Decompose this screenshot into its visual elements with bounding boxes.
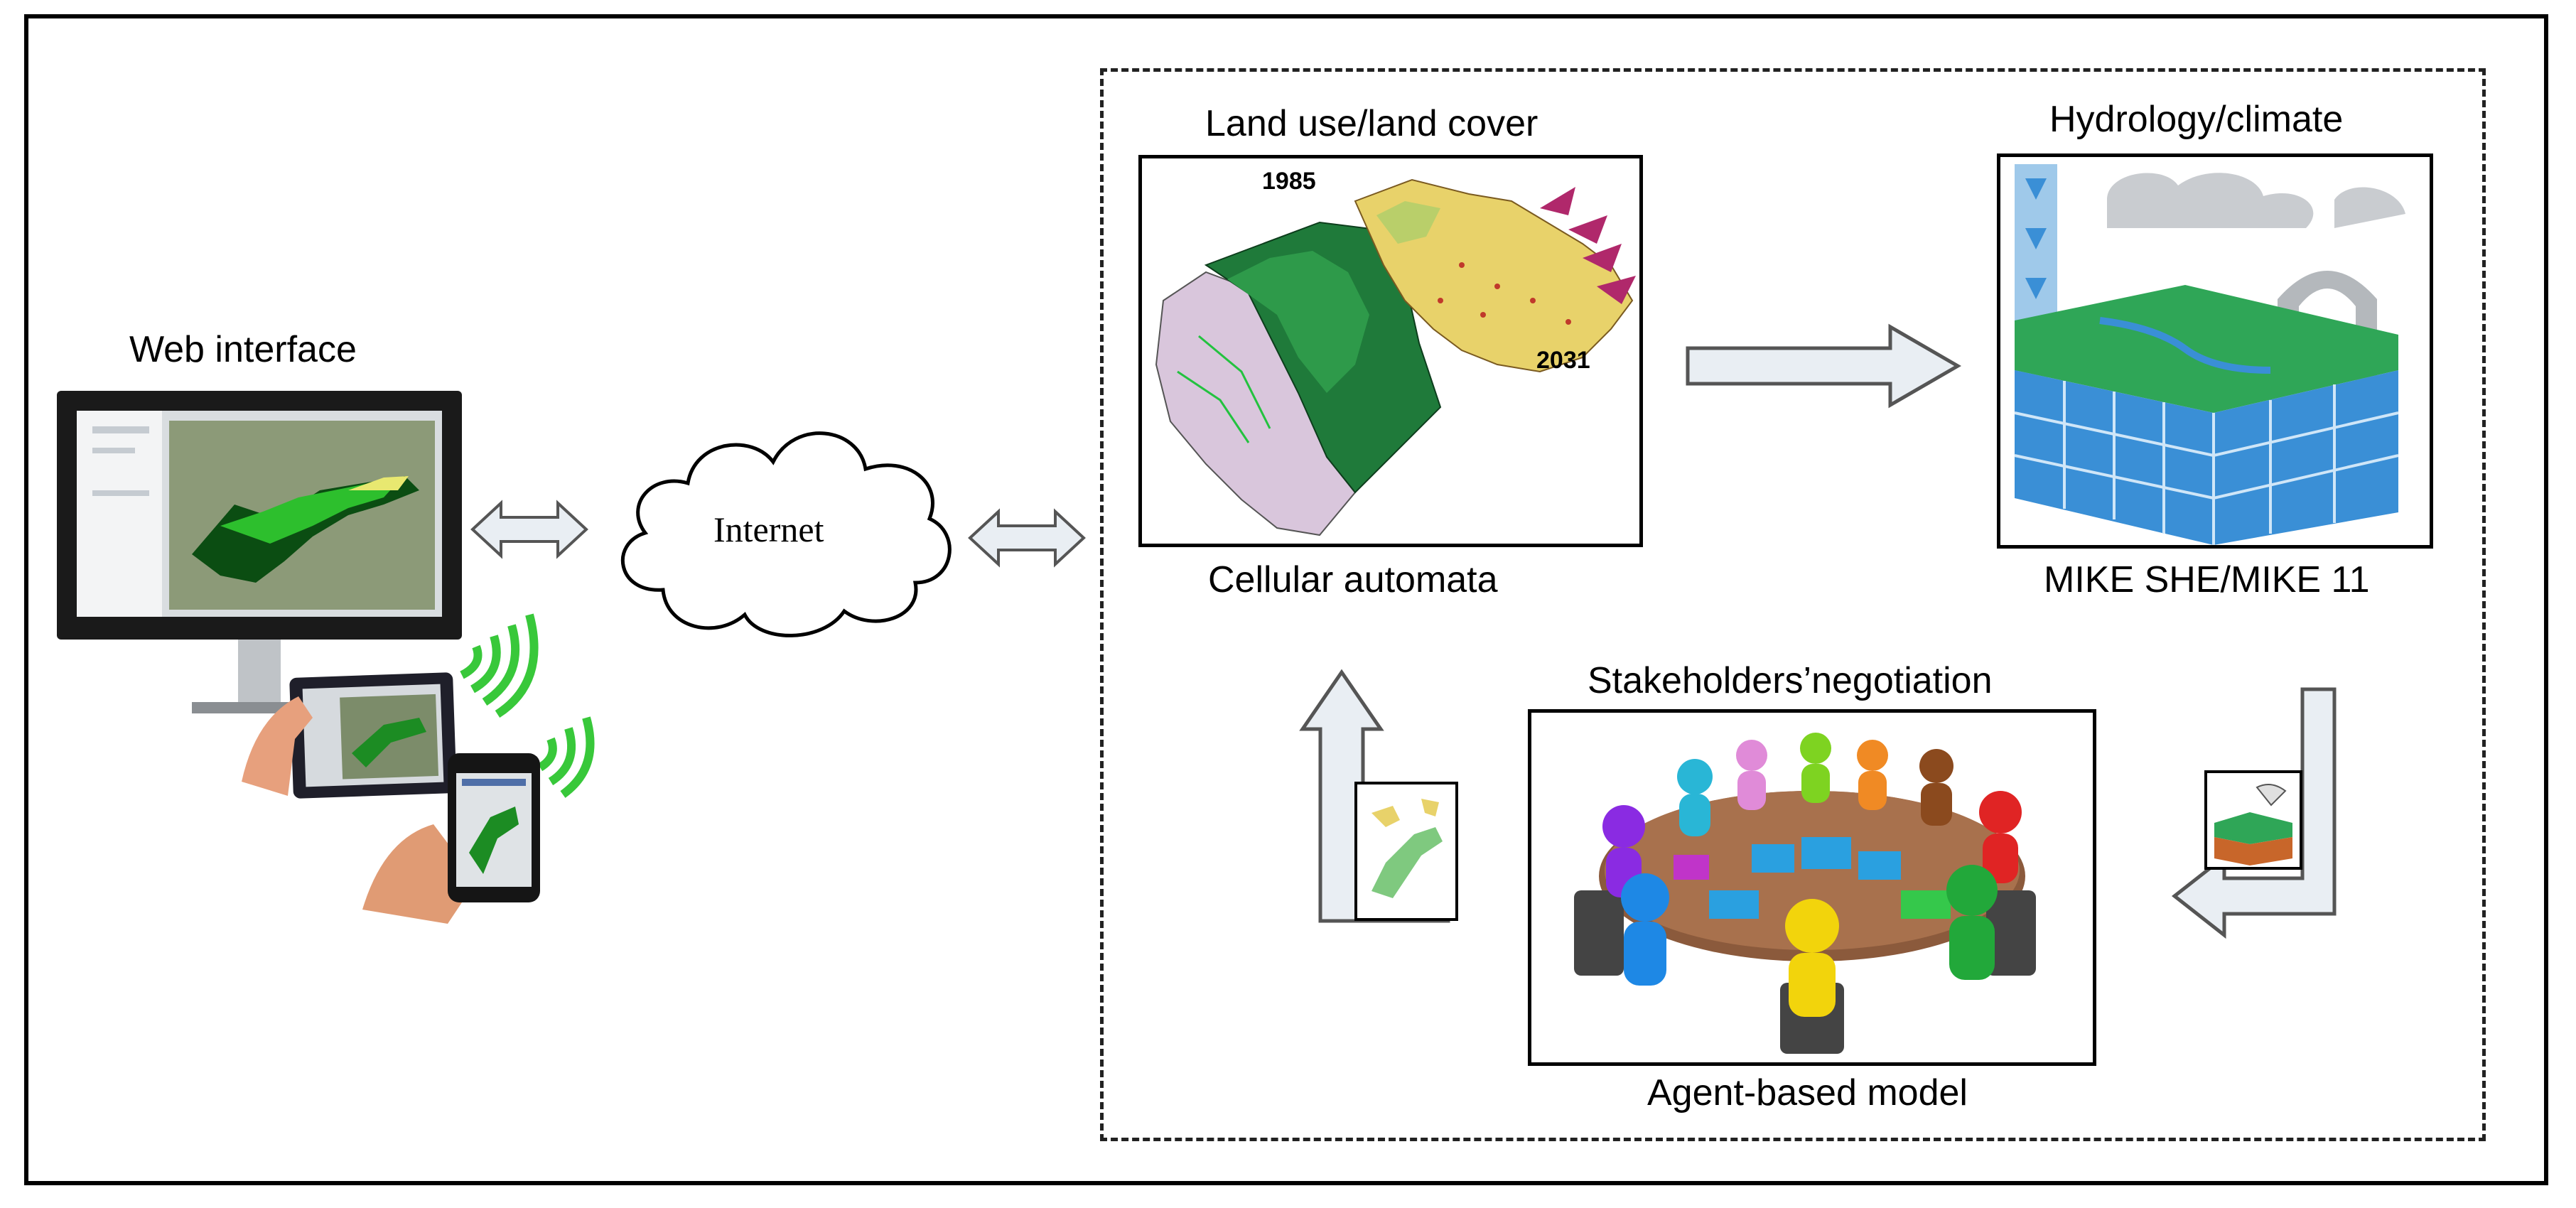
land-use-thumbnail <box>1354 782 1458 921</box>
internet-cloud <box>596 405 965 647</box>
smartphone-icon <box>448 753 540 902</box>
land-use-map-panel <box>1138 155 1643 547</box>
stakeholders-panel <box>1528 709 2096 1066</box>
flow-arrow-down-left <box>2160 686 2359 949</box>
stakeholders-title: Stakeholders’negotiation <box>1588 660 1993 701</box>
hydrology-title: Hydrology/climate <box>2049 99 2344 140</box>
double-arrow-left <box>469 497 590 561</box>
tablet-icon <box>289 672 457 799</box>
agent-based-caption: Agent-based model <box>1647 1072 1968 1113</box>
model-system-boundary <box>1100 68 2486 1141</box>
year-end-label: 2031 <box>1536 347 1590 374</box>
hydrology-thumbnail <box>2204 770 2302 870</box>
land-use-title: Land use/land cover <box>1205 103 1538 144</box>
web-interface-devices <box>50 384 618 924</box>
web-interface-label: Web interface <box>129 329 357 370</box>
double-arrow-right <box>966 506 1087 570</box>
mike-caption: MIKE SHE/MIKE 11 <box>2044 559 2370 600</box>
year-start-label: 1985 <box>1262 168 1316 195</box>
hydrology-panel <box>1997 153 2433 549</box>
outer-frame <box>24 14 2548 1185</box>
flow-arrow-right <box>1684 320 1968 412</box>
cellular-automata-caption: Cellular automata <box>1208 559 1498 600</box>
internet-label: Internet <box>713 509 824 549</box>
